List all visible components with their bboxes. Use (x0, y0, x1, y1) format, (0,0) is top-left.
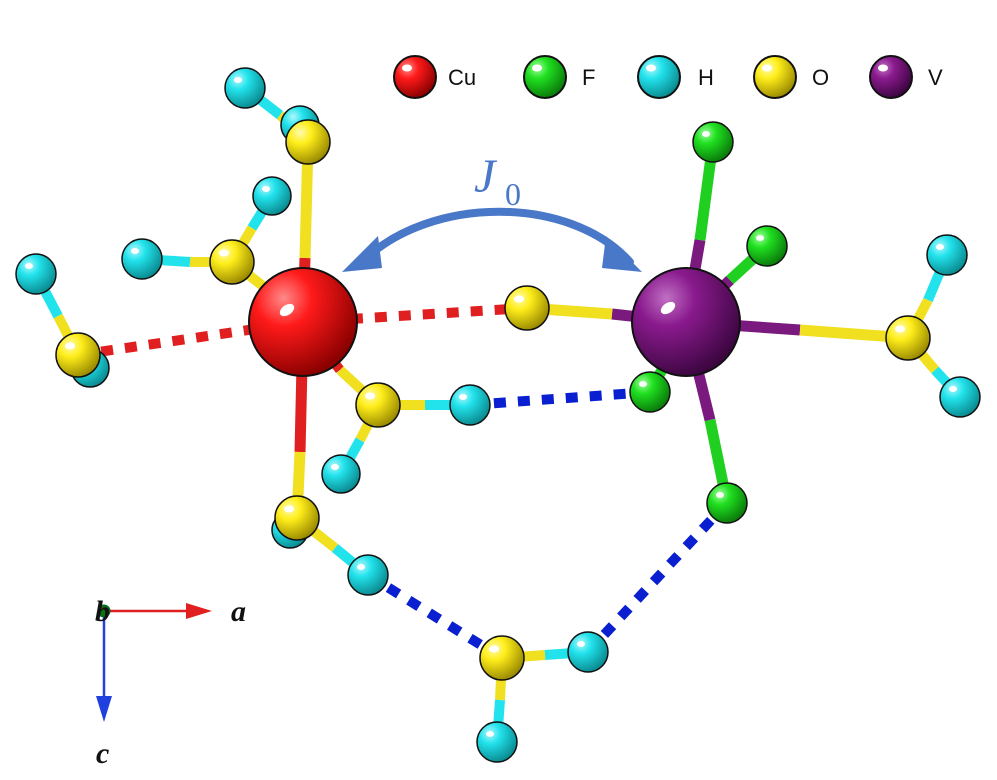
axis-b-dot (97, 604, 111, 618)
legend-item-h: H (637, 55, 714, 99)
legend-item-cu: Cu (393, 55, 476, 99)
h-atom (347, 554, 389, 596)
coupling-arrow (358, 207, 634, 266)
atoms (15, 67, 981, 763)
v-swatch-icon (869, 55, 913, 99)
o-atom (479, 635, 525, 681)
legend-item-o: O (753, 55, 829, 99)
coupling-j0: J 0 (342, 150, 642, 272)
h-atom (321, 454, 361, 494)
h-atom (476, 721, 518, 763)
o-atom (55, 332, 101, 378)
legend-label-cu: Cu (448, 65, 476, 90)
f-swatch-icon (523, 55, 567, 99)
f-atom (746, 225, 788, 267)
legend-label-f: F (582, 65, 595, 90)
h-swatch-icon (637, 55, 681, 99)
o-atom (885, 315, 931, 361)
h-atom (224, 67, 266, 109)
legend-label-h: H (698, 65, 714, 90)
o-atom (355, 382, 401, 428)
o-atom (209, 239, 255, 285)
o-atom (274, 495, 320, 541)
axis-a-arrowhead (186, 603, 212, 619)
hydrogen-bond (469, 387, 651, 410)
legend-label-o: O (812, 65, 829, 90)
f-atom (629, 371, 671, 413)
axes-indicator: b a c (95, 595, 246, 770)
h-atom (449, 384, 491, 426)
h-atom (15, 253, 57, 295)
coupling-arrowhead-left (342, 236, 382, 272)
h-atom (939, 376, 981, 418)
axis-c-label: c (96, 737, 109, 770)
cu-swatch-icon (393, 55, 437, 99)
axis-b-label: b (95, 595, 110, 628)
cu-atom (248, 267, 358, 377)
axis-c-arrowhead (96, 696, 112, 722)
hydrogen-bond (365, 570, 505, 663)
h-atom (567, 631, 609, 673)
legend-item-f: F (523, 55, 595, 99)
h-atom (252, 176, 292, 216)
o-atom (285, 119, 331, 165)
o-swatch-icon (753, 55, 797, 99)
legend: Cu F H O V (393, 55, 943, 99)
coupling-arrowhead-right (602, 236, 642, 272)
coupling-symbol: J (474, 150, 498, 203)
axis-a-label: a (231, 595, 246, 628)
coupling-subscript: 0 (505, 176, 521, 212)
h-atom (121, 238, 163, 280)
v-atom (631, 267, 741, 377)
f-atom (706, 482, 748, 524)
h-atom (926, 234, 968, 276)
legend-item-v: V (869, 55, 943, 99)
hydrogen-bond (584, 499, 731, 656)
legend-label-v: V (928, 65, 943, 90)
o-atom (504, 285, 550, 331)
f-atom (692, 121, 734, 163)
